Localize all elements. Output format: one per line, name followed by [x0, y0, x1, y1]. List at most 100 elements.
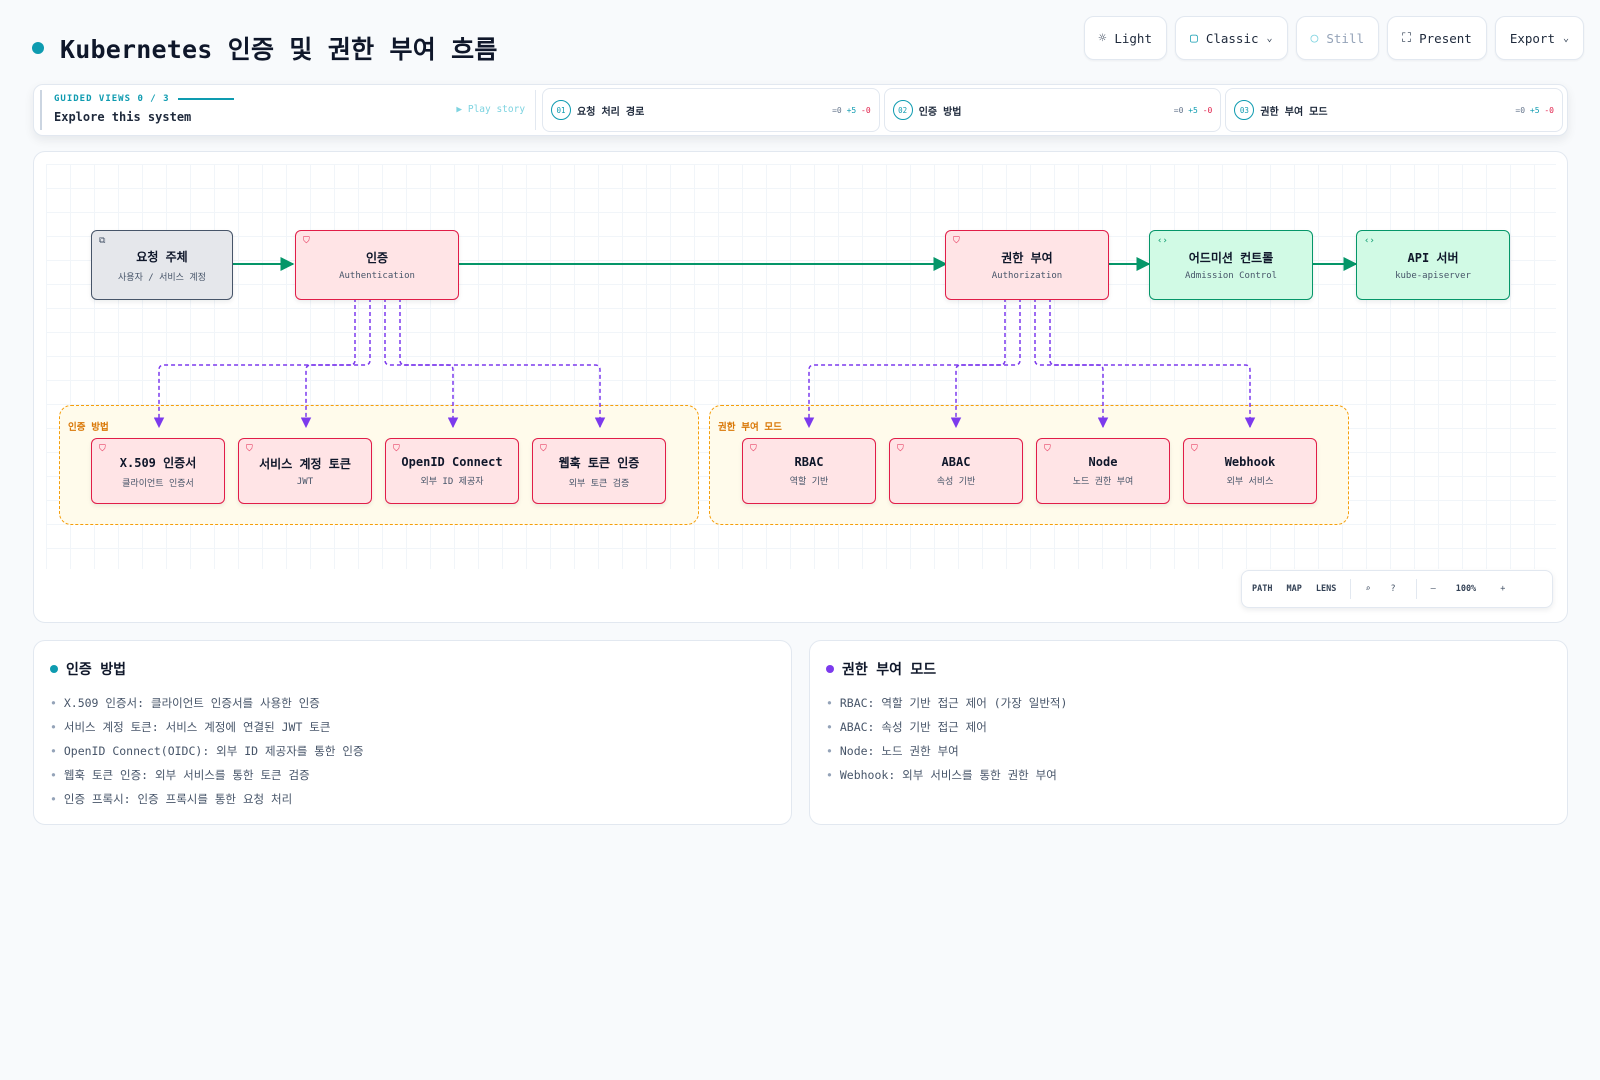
- node-title: 서비스 계정 토큰: [259, 457, 351, 471]
- page-header: Kubernetes 인증 및 권한 부여 흐름: [32, 30, 498, 66]
- guided-subtitle: Explore this system: [54, 110, 192, 124]
- node-title: OpenID Connect: [401, 455, 503, 469]
- play-story-button[interactable]: ▶ Play story: [456, 104, 526, 115]
- node-authorization[interactable]: ⛉ 권한 부여 Authorization: [945, 230, 1109, 300]
- zoom-out-button[interactable]: —: [1430, 584, 1436, 594]
- node-subtitle: 역할 기반: [789, 477, 829, 487]
- node-title: 웹훅 토큰 인증: [558, 455, 640, 470]
- still-button[interactable]: ○ Still: [1295, 16, 1380, 60]
- style-classic-dropdown[interactable]: ▢ Classic ⌄: [1175, 16, 1288, 60]
- shield-icon: ⛉: [303, 236, 310, 246]
- node-title: X.509 인증서: [119, 455, 197, 470]
- list-item: Node: 노드 권한 부여: [826, 739, 1551, 763]
- guided-intro: GUIDED VIEWS 0 / 3 Explore this system ▶…: [40, 90, 525, 130]
- chevron-down-icon: ⌄: [1266, 32, 1273, 44]
- code-icon: ‹›: [1157, 236, 1168, 246]
- node-title: API 서버: [1407, 251, 1459, 265]
- zoom-in-button[interactable]: +: [1500, 584, 1506, 594]
- lens-button[interactable]: LENS: [1315, 584, 1337, 594]
- node-authentication[interactable]: ⛉ 인증 Authentication: [295, 230, 459, 300]
- list-item: 서비스 계정 토큰: 서비스 계정에 연결된 JWT 토큰: [50, 715, 775, 739]
- card-dot: [50, 665, 58, 673]
- search-icon[interactable]: ⌕: [1365, 584, 1371, 594]
- edge-authn-oidc: [384, 298, 459, 429]
- list-item: 인증 프록시: 인증 프록시를 통한 요청 처리: [50, 787, 775, 811]
- node-admission-control[interactable]: ‹› 어드미션 컨트롤 Admission Control: [1149, 230, 1313, 300]
- path-button[interactable]: PATH: [1252, 584, 1273, 594]
- node-sa-token[interactable]: ⛉ 서비스 계정 토큰 JWT: [238, 438, 372, 504]
- diagram-canvas[interactable]: 인증 방법 권한 부여 모드: [33, 151, 1568, 623]
- guided-view-02[interactable]: 02 인증 방법 =0 +5 -0: [883, 88, 1222, 132]
- still-label: Still: [1326, 30, 1365, 46]
- view-name: 요청 처리 경로: [577, 106, 645, 118]
- node-subtitle: 외부 토큰 검증: [568, 478, 630, 489]
- page-title: Kubernetes 인증 및 권한 부여 흐름: [60, 35, 498, 64]
- guided-view-01[interactable]: 01 요청 처리 경로 =0 +5 -0: [542, 88, 880, 132]
- chevron-down-icon: ⌄: [1562, 32, 1569, 44]
- node-rbac[interactable]: ⛉ RBAC 역할 기반: [742, 438, 876, 504]
- divider: [535, 90, 537, 130]
- node-title: 요청 주체: [136, 249, 188, 264]
- node-subtitle: 노드 권한 부여: [1072, 477, 1134, 487]
- info-card-authz: 권한 부여 모드 RBAC: 역할 기반 접근 제어 (가장 일반적) ABAC…: [809, 640, 1568, 825]
- info-card-header: 인증 방법: [50, 659, 775, 679]
- node-api-server[interactable]: ‹› API 서버 kube-apiserver: [1356, 230, 1510, 300]
- toolbar: ☼ Light ▢ Classic ⌄ ○ Still ⛶ Present Ex…: [1083, 16, 1584, 60]
- shield-icon: ⛉: [1191, 444, 1198, 454]
- node-abac[interactable]: ⛉ ABAC 속성 기반: [889, 438, 1023, 504]
- code-icon: ‹›: [1364, 236, 1375, 246]
- node-subtitle: 속성 기반: [936, 477, 976, 487]
- shield-icon: ⛉: [246, 444, 253, 454]
- node-subtitle: Admission Control: [1184, 271, 1278, 281]
- card-dot: [826, 665, 834, 673]
- node-request-subject[interactable]: ⧉ 요청 주체 사용자 / 서비스 계정: [91, 230, 233, 300]
- edge-authn-webhook: [399, 298, 606, 429]
- divider: [1350, 579, 1352, 599]
- info-list: X.509 인증서: 클라이언트 인증서를 사용한 인증 서비스 계정 토큰: …: [50, 691, 775, 811]
- edge-authz-abac: [950, 298, 1021, 429]
- list-item: Webhook: 외부 서비스를 통한 권한 부여: [826, 763, 1551, 787]
- theme-light-label: Light: [1114, 30, 1152, 46]
- present-button[interactable]: ⛶ Present: [1387, 16, 1487, 60]
- shield-icon: ⛉: [897, 444, 904, 454]
- shield-icon: ⛉: [99, 444, 106, 454]
- edge-authz-node: [1034, 298, 1109, 429]
- node-title: RBAC: [794, 455, 824, 469]
- guided-view-03[interactable]: 03 권한 부여 모드 =0 +5 -0: [1225, 88, 1563, 132]
- info-card-title: 권한 부여 모드: [842, 662, 937, 678]
- diagram-edges: [153, 257, 1358, 429]
- view-number: 02: [892, 100, 913, 120]
- circle-icon: ○: [1310, 30, 1319, 46]
- node-subtitle: JWT: [296, 477, 314, 487]
- node-node-authz[interactable]: ⛉ Node 노드 권한 부여: [1036, 438, 1170, 504]
- info-card-authn: 인증 방법 X.509 인증서: 클라이언트 인증서를 사용한 인증 서비스 계…: [33, 640, 792, 825]
- node-subtitle: 클라이언트 인증서: [122, 478, 194, 489]
- info-list: RBAC: 역할 기반 접근 제어 (가장 일반적) ABAC: 속성 기반 접…: [826, 691, 1551, 787]
- fullscreen-icon: ⛶: [1402, 30, 1412, 46]
- shield-icon: ⛉: [540, 444, 547, 454]
- node-title: 어드미션 컨트롤: [1188, 251, 1274, 265]
- theme-light-button[interactable]: ☼ Light: [1083, 16, 1167, 60]
- node-webhook-token[interactable]: ⛉ 웹훅 토큰 인증 외부 토큰 검증: [532, 438, 666, 504]
- help-icon[interactable]: ?: [1390, 584, 1396, 594]
- node-x509[interactable]: ⛉ X.509 인증서 클라이언트 인증서: [91, 438, 225, 504]
- node-webhook[interactable]: ⛉ Webhook 외부 서비스: [1183, 438, 1317, 504]
- edge-authz-webhook: [1049, 298, 1256, 429]
- node-title: 인증: [365, 251, 389, 265]
- info-card-title: 인증 방법: [66, 662, 126, 678]
- shield-icon: ⛉: [750, 444, 757, 454]
- map-button[interactable]: MAP: [1286, 584, 1302, 594]
- style-classic-label: Classic: [1205, 30, 1259, 46]
- view-stats: =0 +5 -0: [1173, 105, 1213, 115]
- present-label: Present: [1419, 30, 1472, 46]
- list-item: X.509 인증서: 클라이언트 인증서를 사용한 인증: [50, 691, 775, 715]
- node-oidc[interactable]: ⛉ OpenID Connect 외부 ID 제공자: [385, 438, 519, 504]
- view-name: 권한 부여 모드: [1260, 106, 1328, 118]
- view-number: 01: [551, 100, 572, 120]
- list-item: 웹훅 토큰 인증: 외부 서비스를 통한 토큰 검증: [50, 763, 775, 787]
- group-label: 인증 방법: [68, 422, 109, 433]
- node-title: Node: [1088, 455, 1118, 469]
- export-dropdown[interactable]: Export ⌄: [1494, 16, 1584, 60]
- edge-authn-satoken: [300, 298, 371, 429]
- node-subtitle: 외부 ID 제공자: [420, 477, 484, 487]
